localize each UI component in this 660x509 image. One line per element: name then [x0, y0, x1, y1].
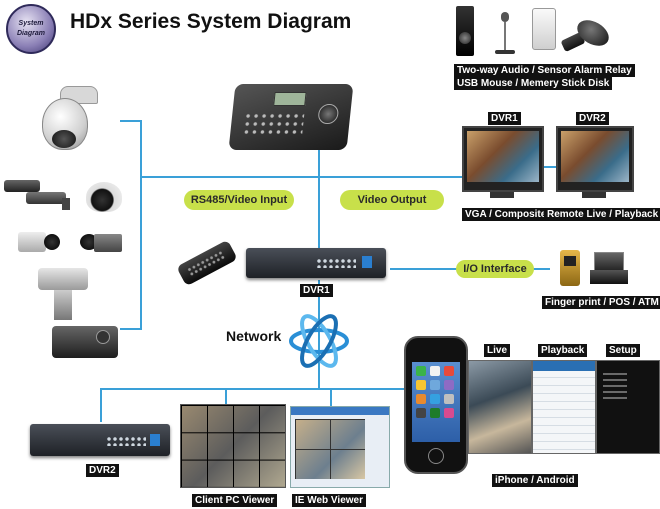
- system-diagram-logo: System Diagram: [6, 4, 56, 54]
- connector-network-horizontal: [100, 388, 405, 390]
- connector-cameras-vertical: [140, 120, 142, 330]
- dvr1-recorder: [246, 248, 386, 278]
- remote-live-playback-label: Remote Live / Playback: [544, 208, 660, 221]
- connector-cameras-top: [120, 120, 142, 122]
- network-label: Network: [226, 328, 282, 344]
- finger-print-pos-atm-label: Finger print / POS / ATM: [542, 296, 660, 309]
- ptz-dome-camera: [38, 86, 98, 156]
- ie-web-viewer-label: IE Web Viewer: [292, 494, 366, 507]
- usb-mouse-memory-label: USB Mouse / Memery Stick Disk: [454, 77, 613, 90]
- dvr1-monitor: [462, 126, 544, 192]
- connector-ie-web: [330, 388, 332, 406]
- speaker-icon: [456, 6, 474, 56]
- playback-screen: [532, 360, 596, 454]
- dvr2-monitor-label: DVR2: [576, 112, 609, 125]
- box-camera-2: [80, 232, 122, 254]
- vga-composite-label: VGA / Composite: [462, 208, 550, 221]
- video-output-label: Video Output: [340, 190, 444, 210]
- logo-text-line2: Diagram: [16, 30, 45, 37]
- client-pc-viewer-screen: [180, 404, 286, 488]
- diagram-title: HDx Series System Diagram: [70, 10, 352, 33]
- live-label: Live: [484, 344, 511, 357]
- remote-control: [176, 239, 238, 287]
- connector-dvr-network: [318, 280, 320, 388]
- smartphone-device: [404, 336, 468, 474]
- setup-screen: [596, 360, 660, 454]
- dvr2-bottom-label: DVR2: [86, 464, 119, 477]
- network-globe-icon: [289, 314, 349, 368]
- dvr1-center-label: DVR1: [300, 284, 333, 297]
- playback-label: Playback: [538, 344, 588, 357]
- ie-web-viewer-screen: [290, 406, 390, 488]
- io-interface-label: I/O Interface: [456, 260, 534, 278]
- ptz-keyboard-small: [52, 326, 118, 358]
- connector-top-horizontal: [140, 176, 470, 178]
- logo-text-line1: System: [18, 20, 44, 27]
- dome-camera: [86, 182, 122, 216]
- pos-terminal-icon: [590, 252, 628, 284]
- ptz-pan-tilt-camera: [34, 268, 92, 320]
- ptz-keyboard-controller: [228, 84, 354, 150]
- dvr2-recorder: [30, 424, 170, 456]
- dvr1-monitor-stand: [490, 192, 514, 198]
- dvr1-monitor-label: DVR1: [488, 112, 521, 125]
- live-screen: [468, 360, 532, 454]
- iphone-android-label: iPhone / Android: [492, 474, 578, 487]
- box-camera-1: [18, 230, 62, 254]
- pir-sensor-icon: [532, 8, 556, 50]
- audio-sensor-label: Two-way Audio / Sensor Alarm Relay: [454, 64, 635, 77]
- client-pc-viewer-label: Client PC Viewer: [192, 494, 278, 507]
- connector-keyboard-dvr: [318, 150, 320, 250]
- home-button-icon: [428, 448, 444, 464]
- connector-dvr2: [100, 388, 102, 422]
- connector-client-pc: [225, 388, 227, 404]
- connector-cameras-bottom: [120, 328, 142, 330]
- bullet-cameras: [4, 176, 72, 210]
- dvr2-monitor: [556, 126, 634, 192]
- microphone-icon: [495, 12, 515, 56]
- setup-label: Setup: [606, 344, 640, 357]
- rs485-video-input-label: RS485/Video Input: [184, 190, 294, 210]
- fingerprint-reader-icon: [560, 250, 580, 286]
- dvr2-monitor-stand: [582, 192, 606, 198]
